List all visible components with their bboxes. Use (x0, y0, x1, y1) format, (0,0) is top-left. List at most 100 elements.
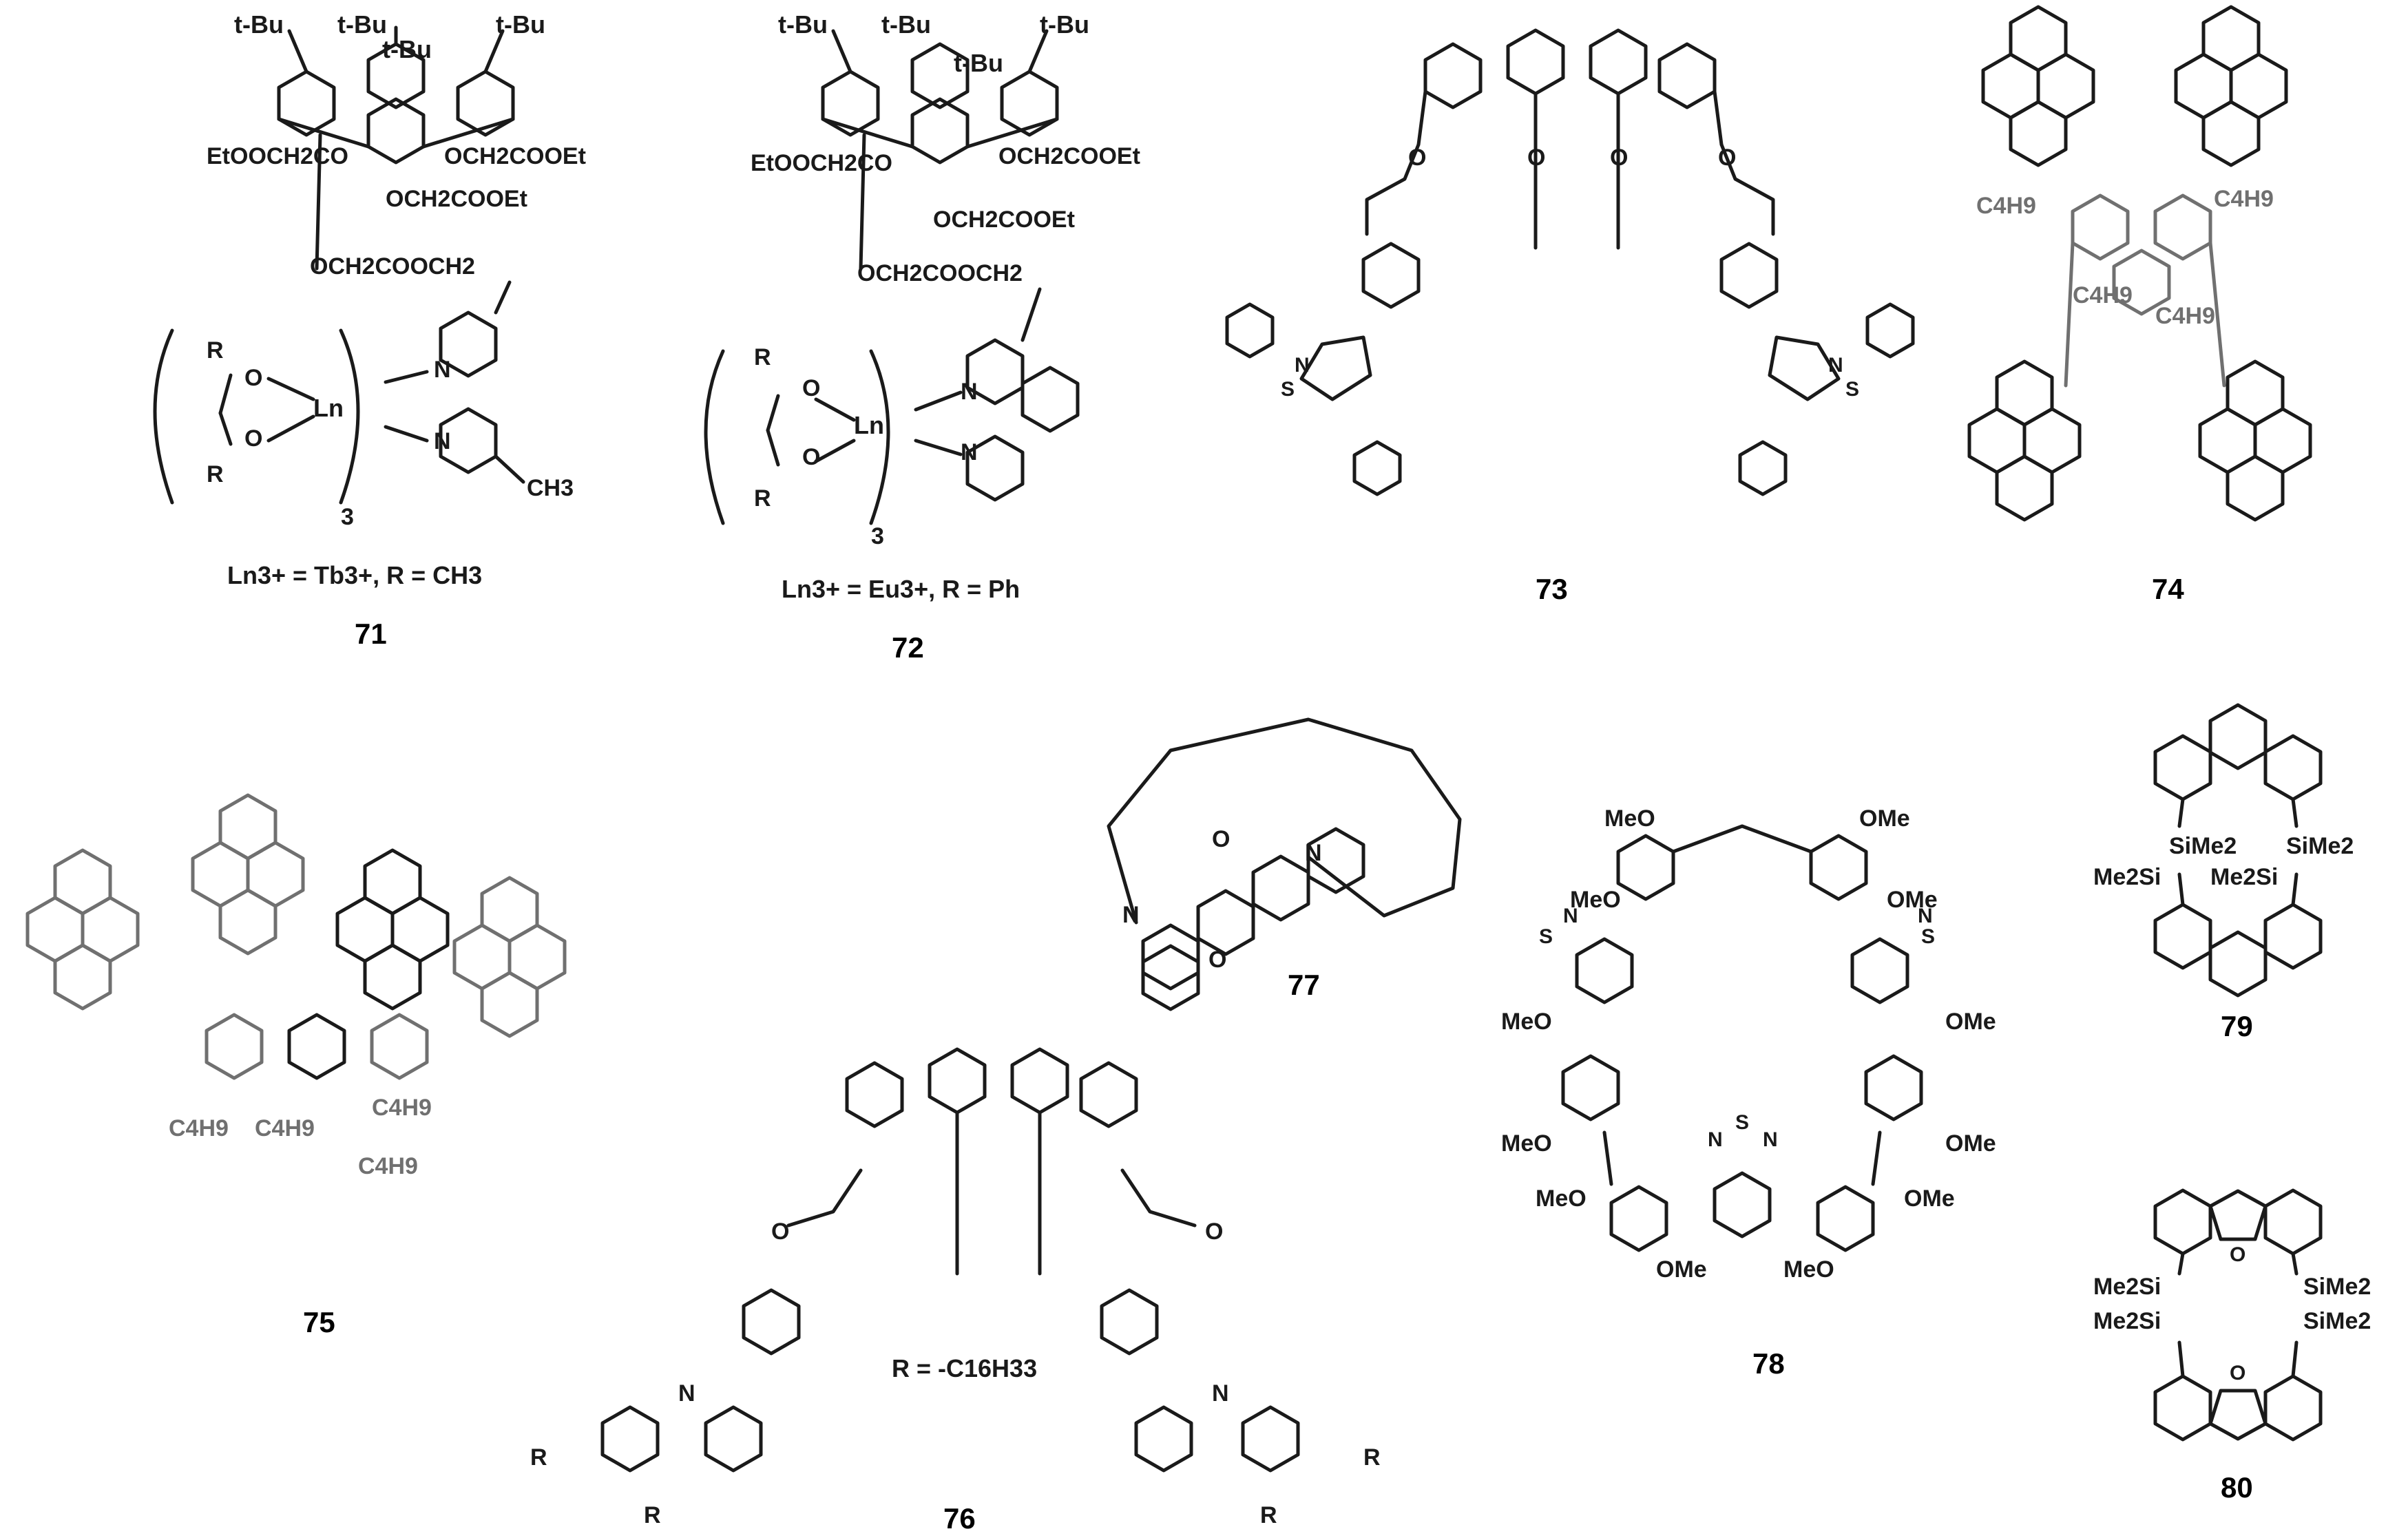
o-label: O (1408, 145, 1426, 171)
tbu-label: t-Bu (382, 35, 432, 63)
linker-label: OCH2COOCH2 (310, 253, 475, 280)
tbu-label: t-Bu (778, 10, 828, 39)
compound-number-73: 73 (1536, 573, 1568, 605)
compound-number-76: 76 (943, 1502, 976, 1535)
tbu-label: t-Bu (954, 49, 1003, 77)
s-label: S (1539, 925, 1553, 948)
pyrene-unit (28, 850, 138, 1009)
o-label: O (1718, 145, 1736, 171)
s-label: S (1845, 378, 1859, 401)
n-label: N (1295, 354, 1310, 377)
n-label: N (1828, 354, 1843, 377)
n-label: N (961, 379, 978, 405)
butyl-label: C4H9 (2214, 186, 2274, 212)
tbu-label: t-Bu (337, 10, 387, 39)
pyrazoline-right-73 (1740, 304, 1913, 494)
o-label: O (1208, 947, 1226, 973)
pyrene-unit (337, 850, 448, 1009)
r-label: R (754, 485, 771, 512)
o-label: O (1205, 1219, 1223, 1245)
ome-label: OMe (1656, 1256, 1707, 1283)
compound-74: C4H9 C4H9 C4H9 C4H9 74 (1969, 7, 2310, 605)
compound-77: O O N N 77 (1107, 717, 1462, 1009)
r-label: R (1363, 1444, 1381, 1471)
o-label: O (2230, 1243, 2245, 1266)
ln-label: Ln (854, 411, 884, 439)
acac-ligand-71 (153, 328, 360, 505)
butyl-label: C4H9 (2155, 303, 2215, 329)
r-label: R (207, 461, 224, 487)
n-label: N (1918, 905, 1933, 927)
pyrene-unit (2200, 361, 2310, 520)
ester-label: OCH2COOEt (386, 186, 527, 212)
o-label: O (802, 444, 820, 470)
butyl-label: C4H9 (372, 1095, 432, 1121)
n-label: N (434, 357, 451, 383)
compound-78: MeO OMe MeO OMe MeO OMe MeO OMe MeO OMe … (1501, 805, 1996, 1380)
ln-label: Ln (313, 394, 344, 422)
tbu-label: t-Bu (881, 10, 931, 39)
pyrene-unit (193, 795, 303, 954)
ome-label: OMe (1904, 1186, 1955, 1212)
ester-label: OCH2COOEt (444, 143, 586, 169)
ester-label: EtOOCH2CO (207, 143, 348, 169)
count-label: 3 (871, 523, 884, 549)
calixarene-core-71 (277, 25, 515, 271)
compound-number-72: 72 (892, 631, 924, 664)
methyl-label: CH3 (527, 475, 574, 501)
ome-label: OMe (1945, 1130, 1996, 1157)
compound-71: t-Bu t-Bu t-Bu t-Bu EtOOCH2CO OCH2COOEt … (153, 10, 586, 650)
o-label: O (1527, 145, 1545, 171)
ome-label: OMe (1945, 1009, 1996, 1035)
compound-number-74: 74 (2152, 573, 2184, 605)
sime2-label: SiMe2 (2286, 833, 2354, 859)
butyl-label: C4H9 (255, 1115, 315, 1141)
macrocycle-chain (1107, 717, 1462, 925)
calixarene-core-76 (786, 1049, 1197, 1276)
o-label: O (244, 425, 262, 452)
n-label: N (961, 439, 978, 465)
calixarene-core-72 (821, 29, 1059, 271)
r-label: R (207, 337, 224, 364)
compound-76: O O N N R R R R R = -C16H33 76 (530, 1049, 1381, 1535)
sime2-label: SiMe2 (2169, 833, 2237, 859)
count-label: 3 (341, 504, 354, 530)
calixarene-core-74 (2064, 196, 2226, 388)
dbm-ligand-72 (704, 349, 890, 525)
me2si-label: Me2Si (2093, 1308, 2161, 1334)
butyl-label: C4H9 (358, 1153, 418, 1179)
n-label: N (1763, 1128, 1778, 1151)
n-label: N (1305, 840, 1322, 866)
s-label: S (1281, 378, 1295, 401)
tbu-label: t-Bu (234, 10, 284, 39)
n-label: N (1212, 1380, 1229, 1407)
phenanthroline-72 (914, 287, 1078, 500)
n-label: N (1122, 902, 1140, 928)
caption-71: Ln3+ = Tb3+, R = CH3 (227, 561, 482, 589)
meo-label: MeO (1783, 1256, 1834, 1283)
r-label: R (644, 1502, 661, 1528)
butyl-label: C4H9 (169, 1115, 229, 1141)
meo-label: MeO (1604, 805, 1655, 832)
o-label: O (244, 365, 262, 391)
pyrene-unit (1969, 361, 2080, 520)
compound-72: t-Bu t-Bu t-Bu t-Bu EtOOCH2CO OCH2COOEt … (704, 10, 1140, 664)
meo-label: MeO (1536, 1186, 1587, 1212)
ester-label: EtOOCH2CO (751, 150, 892, 176)
linker-label: OCH2COOCH2 (857, 260, 1023, 286)
n-label: N (434, 428, 451, 454)
ome-label: OMe (1887, 887, 1938, 913)
bipyridine-71 (384, 280, 525, 484)
me2si-label: Me2Si (2093, 864, 2161, 890)
compound-number-77: 77 (1288, 969, 1320, 1001)
pyrene-unit (2176, 7, 2286, 165)
tbu-label: t-Bu (496, 10, 545, 39)
me2si-label: Me2Si (2210, 864, 2278, 890)
ester-label: OCH2COOEt (933, 207, 1075, 233)
pyrene-unit (1983, 7, 2093, 165)
s-label: S (1921, 925, 1935, 948)
compound-75: C4H9 C4H9 C4H9 C4H9 75 (28, 795, 565, 1338)
tbu-label: t-Bu (1040, 10, 1089, 39)
compound-number-79: 79 (2221, 1010, 2253, 1042)
